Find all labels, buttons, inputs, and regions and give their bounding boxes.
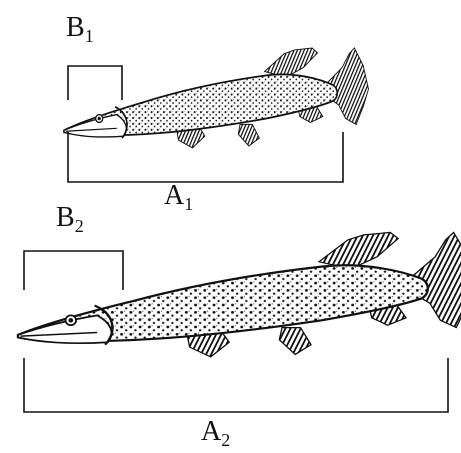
label-b1: B1 [66,12,94,46]
bracket-b2 [24,251,123,290]
pike-fish-1 [64,48,368,148]
label-a2: A2 [201,416,230,450]
label-b2: B2 [56,202,84,236]
bracket-b1 [68,66,122,100]
label-a1: A1 [164,180,193,214]
bracket-a2 [24,358,448,412]
bracket-a1 [68,132,343,182]
